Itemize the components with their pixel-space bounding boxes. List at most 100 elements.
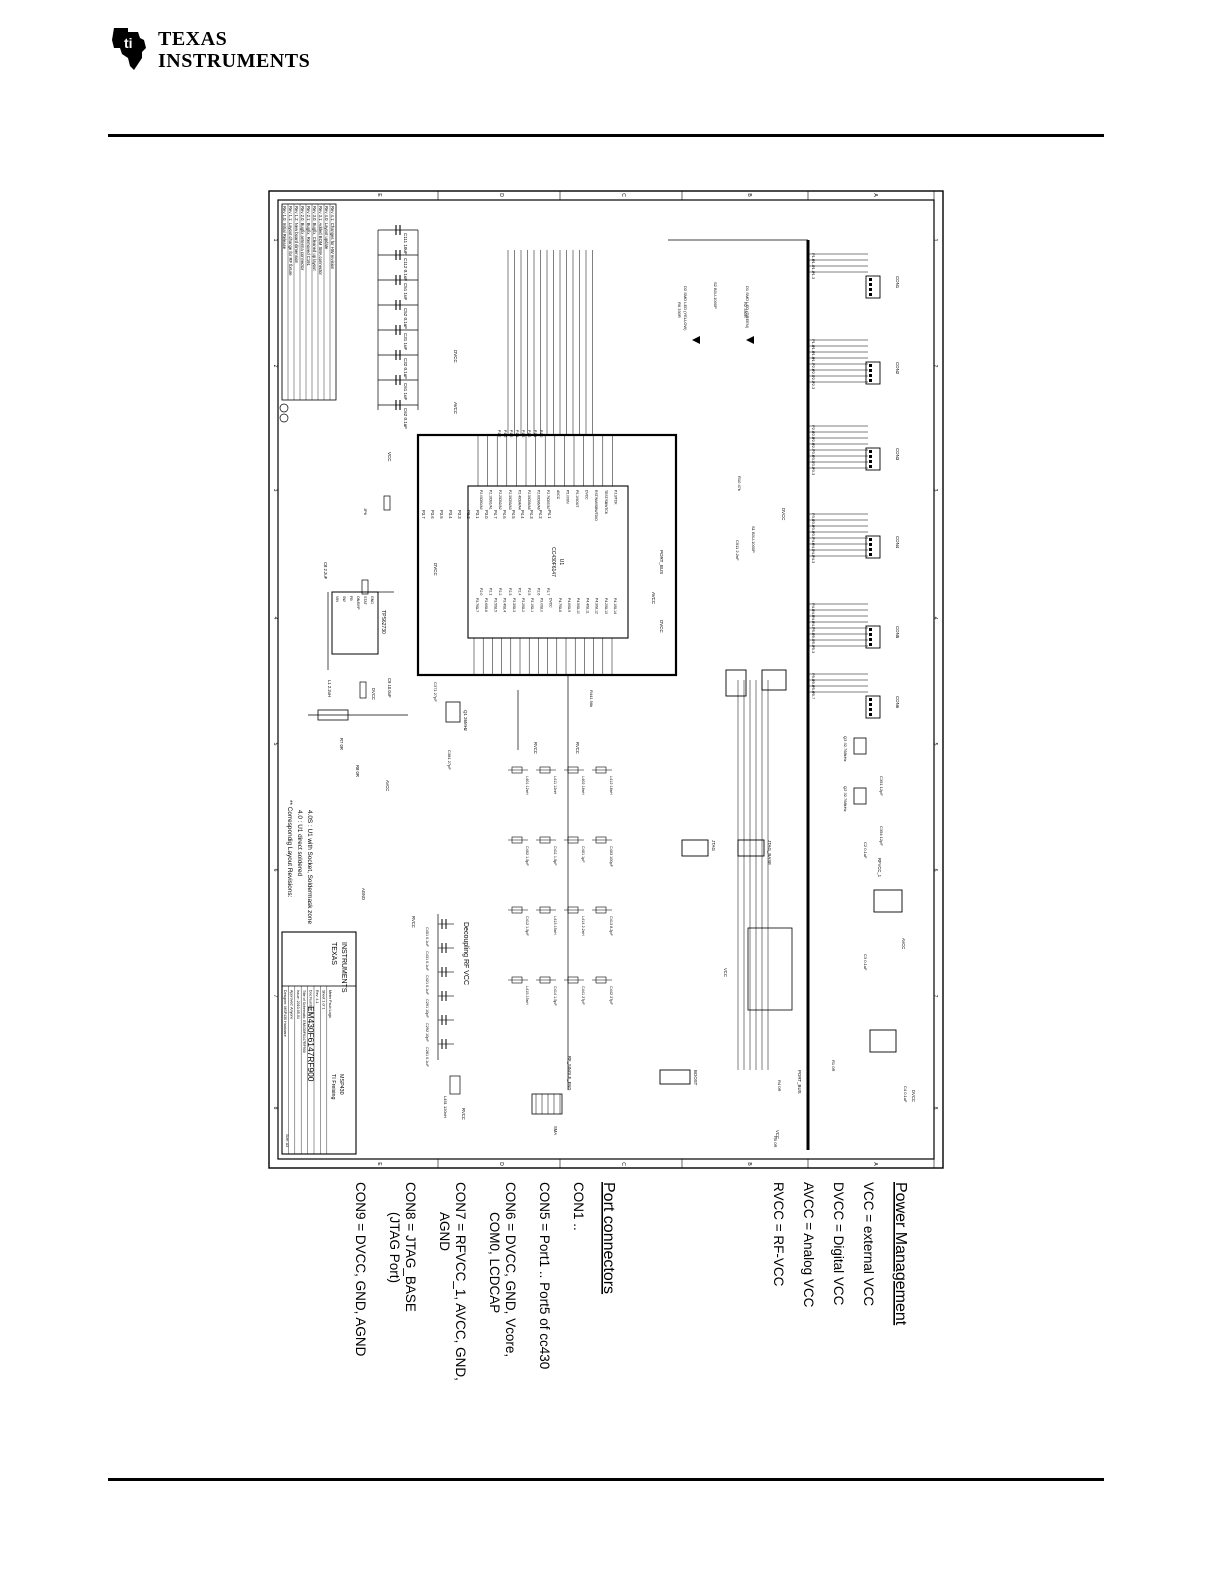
cap-label: C381 27pF [447,750,452,770]
fiducial [279,403,289,413]
mcu-part-label: CC430F6147 [550,547,556,577]
zone-number: 6 [932,869,938,872]
connector-net: P4.5 [811,609,816,618]
cap-label: C281 0.1uF [425,1047,429,1068]
mcu-net-label: P4.4 [520,510,525,519]
zone-number: 8 [272,1107,278,1110]
net-label: RVCC [575,742,580,754]
mcu-net-label: P4.2 [538,510,543,519]
net-label: VCC [775,1130,780,1139]
pin [869,698,872,701]
net-label: SMA [553,1126,558,1135]
pin [869,628,872,631]
layout-revision-note: 4.0 : U1 direct soldered [296,810,303,877]
switch-label: S2 B3U-1000P [713,282,718,309]
connector-net: P5.7 [811,691,816,700]
connector-net: P4.7 [811,621,816,630]
mcu-pin-label: P4.1/SL14 [613,598,617,614]
connector-net: P1.1 [811,259,816,268]
mcu-pin-label: P2.2/CB2/A2 [498,490,502,510]
mcu-pin-label: TEST/SBWTCK [604,490,608,515]
res-label: R8 0R [355,765,360,777]
zone-number: 1 [932,239,938,242]
mcu-net-label: P3.1 [475,510,480,519]
zone-number: 2 [272,365,278,368]
rf-component-label: L413 15nH [553,916,557,935]
res-label: R7 0R [339,738,344,750]
connector-net: P4.0 [811,537,816,546]
title-block-row: Issue: 2010-05-01 [296,990,300,1019]
mcu-pin-label: P5.1/XOUT [575,490,579,507]
jumper-label: JP6 [363,508,368,516]
net-label: AVCC [901,938,906,949]
pin [869,374,872,377]
connector-label: CON3 [895,448,900,461]
net-label: RFVCC_1 [877,858,882,878]
net-label: RVCC [533,742,538,754]
connector-net: P3.7 [811,531,816,540]
zone-letter: B [746,193,752,197]
rf-component-label: L415 15nH [525,986,529,1005]
mcu-net-label: P1.3 [521,430,525,437]
mcu-net-label: P2.2 [498,588,502,595]
connector-net: P2.1 [811,369,816,378]
connector-label: CON4 [895,536,900,549]
connector-net: P3.3 [811,467,816,476]
port-connector-item: (JTAG Port) [387,1212,402,1283]
led-label: D1 SMD LED (GREEN) [745,286,750,329]
net-label: AVCC [651,592,656,605]
ti-state-icon: ti [112,28,146,70]
zone-letter: A [872,193,878,197]
mcu-net-label: P1.7 [497,430,501,437]
mcu-net-label: P2.0 [479,588,483,595]
pin [869,543,872,546]
rf-component-label: C441 27pF [581,986,585,1005]
pin [869,455,872,458]
title-block-row: Sheet 1 of 1 [321,990,325,1009]
mcu-net-label: P3.4 [448,510,453,519]
page-header: ti TEXAS INSTRUMENTS [0,0,1224,140]
mcu-pin-label: P2.4/CB4/A4 [517,490,521,510]
mcu-pin-label: P4.5/SL10 [576,598,580,614]
res-label: R6 330R [677,302,682,318]
cap-label: C9 10.0uF [387,678,392,698]
ti-logo: ti TEXAS INSTRUMENTS [108,24,310,74]
mcu-pin-label: P4.3/SL12 [595,598,599,614]
rf-component-label: C442 27pF [609,986,613,1005]
revision-note: Rev 3.0: Bugfix, Cleaned up layout [312,206,317,271]
mcu-pin-label: PJ.3/TCK [613,490,617,505]
title-block-row: Title of Schematic: EM430F6147RF900 [302,990,306,1053]
zone-number: 5 [272,743,278,746]
cap-label: C52 0.1uF [403,308,408,329]
net-label: JTAG [711,840,716,851]
pin [869,460,872,463]
net-label: DVCC [911,1090,916,1102]
cap-label: C32 0.1uF [403,358,408,379]
mcu-pin-label: P4.7/SL8 [558,598,562,612]
connector-label: CON6 [895,696,900,709]
rf-component-label: C402 1.5pF [525,846,529,867]
connector-net: P2.7 [811,443,816,452]
mcu-pin-label: P3.1/SL1 [530,598,534,612]
mcu-net-label: P3.6 [430,510,435,519]
revision-note: Rev 3.1: Added BOM SMA connector [318,206,323,276]
zone-number: 7 [272,995,278,998]
res-label: R5 0R [773,1136,778,1147]
cap-label: C8 2.2uF [323,562,328,580]
net-label: DVCC [433,563,438,577]
mcu-net-label: P2.6 [537,588,541,595]
mcu-pin-label: P3.0/SL0 [539,598,543,612]
power-item: RVCC = RF-VCC [771,1182,786,1287]
net-label: DVCC [659,620,664,634]
zone-number: 1 [272,239,278,242]
connector-net: P2.6 [811,437,816,446]
pin [869,278,872,281]
title-block-drawing-title: EM430F6147RF900 [306,1006,316,1082]
net-label: AVCC [453,402,458,415]
port-connector-item: CON5 = Port1 .. Port5 of cc430 [537,1182,552,1369]
mcu-pin-label: P2.7/CB7/A7 [546,490,550,510]
port-connectors: PORT_BUSP1.0P1.1P1.2P1.3CON1P1.4P1.5P1.6… [797,240,900,1150]
